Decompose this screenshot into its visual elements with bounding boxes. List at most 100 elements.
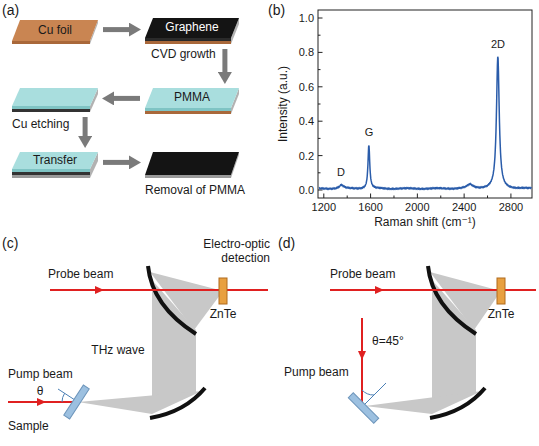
slab-label: Cu foil bbox=[38, 24, 72, 38]
component-label: ZnTe bbox=[210, 308, 237, 322]
axis-title: Intensity (a.u.) bbox=[277, 66, 291, 142]
tick-label: 2800 bbox=[499, 201, 523, 214]
tick-label: 2000 bbox=[405, 201, 429, 214]
tick-mark bbox=[370, 194, 371, 199]
step-label: Removal of PMMA bbox=[145, 184, 245, 198]
process-arrow bbox=[222, 49, 227, 76]
slab-layer bbox=[12, 109, 90, 112]
thz-setup-d bbox=[330, 266, 536, 423]
znte-crystal bbox=[497, 278, 505, 304]
probe-beam bbox=[98, 289, 268, 291]
slab-layer bbox=[12, 172, 90, 175]
slab-shape bbox=[145, 152, 239, 178]
peak-label: 2D bbox=[491, 38, 505, 51]
slab-top bbox=[145, 152, 239, 175]
angle-label: θ bbox=[37, 385, 44, 399]
sample-plate bbox=[348, 393, 378, 423]
process-arrow bbox=[103, 27, 133, 32]
tick-label: 0.6 bbox=[299, 80, 314, 93]
angle-arc bbox=[62, 393, 65, 402]
tick-mark bbox=[318, 138, 321, 139]
tick-mark bbox=[318, 172, 321, 173]
thz-beam bbox=[78, 391, 202, 414]
slab-layer bbox=[145, 41, 231, 44]
beam-label: Probe beam bbox=[48, 268, 113, 282]
slab-top bbox=[12, 152, 98, 169]
beam-label: Pump beam bbox=[8, 368, 73, 382]
tick-mark bbox=[318, 104, 321, 105]
tick-mark bbox=[440, 196, 441, 199]
thz-beam bbox=[365, 391, 482, 414]
tick-mark bbox=[318, 86, 323, 87]
slab-layer bbox=[145, 175, 231, 178]
pump-beam bbox=[361, 318, 363, 356]
slab-shape bbox=[12, 88, 98, 112]
chart-frame bbox=[318, 10, 532, 198]
tick-mark bbox=[393, 196, 394, 199]
tick-label: 0.0 bbox=[299, 184, 314, 197]
peak-label: D bbox=[337, 166, 345, 179]
tick-mark bbox=[487, 196, 488, 199]
slab-layer bbox=[12, 41, 90, 44]
slab-layer bbox=[145, 111, 231, 114]
tick-label: 1.0 bbox=[299, 12, 314, 25]
sample-normal bbox=[363, 383, 386, 406]
parabolic-mirror bbox=[150, 388, 205, 418]
probe-beam bbox=[50, 289, 100, 291]
beam-label: Pump beam bbox=[284, 366, 349, 380]
thz-setup-c bbox=[8, 266, 268, 419]
slab-label: Transfer bbox=[33, 154, 77, 168]
tick-label: 0.2 bbox=[299, 149, 314, 162]
tick-mark bbox=[510, 194, 511, 199]
beam-label: Probe beam bbox=[330, 268, 395, 282]
process-slab: Cu etching bbox=[12, 88, 98, 112]
parabolic-mirror bbox=[430, 388, 485, 418]
process-slab: GrapheneCVD growth bbox=[145, 18, 239, 44]
tick-mark bbox=[318, 18, 323, 19]
slab-top bbox=[145, 88, 239, 108]
tick-mark bbox=[417, 194, 418, 199]
tick-mark bbox=[318, 52, 323, 53]
panel-label: (d) bbox=[278, 235, 295, 251]
step-label: Cu etching bbox=[12, 118, 69, 132]
angle-label: θ=45° bbox=[372, 335, 404, 349]
slab-top bbox=[12, 20, 98, 41]
process-arrow bbox=[103, 160, 133, 165]
process-slab: Transfer bbox=[12, 152, 98, 178]
panel-label: (b) bbox=[268, 2, 285, 18]
tick-label: 0.8 bbox=[299, 46, 314, 59]
process-slab: Cu foil bbox=[12, 20, 98, 44]
pump-beam bbox=[8, 401, 42, 403]
slab-layer bbox=[12, 106, 90, 109]
beam-label: THz wave bbox=[91, 344, 144, 358]
tick-label: 1200 bbox=[312, 201, 336, 214]
parabolic-mirror bbox=[148, 266, 196, 334]
process-arrow bbox=[83, 117, 88, 140]
tick-mark bbox=[318, 69, 321, 70]
peak-label: G bbox=[365, 126, 374, 139]
tick-mark bbox=[323, 194, 324, 199]
slab-layer bbox=[12, 175, 90, 178]
process-slab: PMMA bbox=[145, 88, 239, 114]
tick-mark bbox=[464, 194, 465, 199]
panel-label: (a) bbox=[2, 2, 19, 18]
probe-beam bbox=[378, 289, 536, 291]
chart-ticks bbox=[318, 18, 511, 198]
raman-spectrum bbox=[319, 57, 531, 189]
tick-mark bbox=[318, 121, 323, 122]
slab-label: PMMA bbox=[174, 91, 210, 105]
probe-beam bbox=[330, 289, 380, 291]
slab-label: Graphene bbox=[165, 21, 218, 35]
parabolic-mirror bbox=[428, 266, 476, 334]
tick-mark bbox=[347, 196, 348, 199]
slab-layer bbox=[145, 108, 231, 111]
slab-top bbox=[145, 18, 239, 38]
pump-beam bbox=[361, 354, 363, 404]
process-arrow bbox=[110, 96, 140, 101]
step-label: CVD growth bbox=[151, 48, 216, 62]
panel-label: (c) bbox=[2, 235, 18, 251]
slab-layer bbox=[145, 38, 231, 41]
component-label: Sample bbox=[8, 420, 49, 434]
component-label: Electro-optic detection bbox=[190, 238, 270, 266]
